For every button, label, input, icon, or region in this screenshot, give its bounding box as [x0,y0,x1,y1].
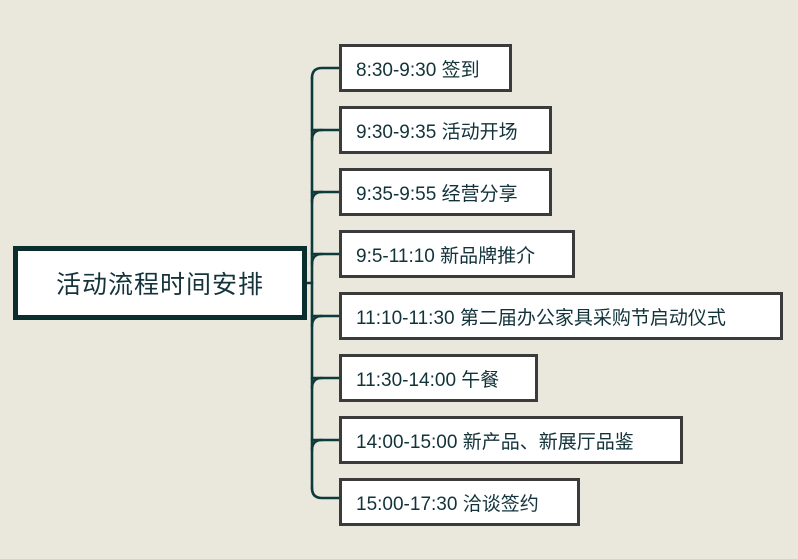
branch-node-label: 9:30-9:35 活动开场 [356,121,518,143]
elbow-1 [310,66,341,80]
branch-node-8[interactable]: 15:00-17:30 洽谈签约 [339,478,580,526]
root-node[interactable]: 活动流程时间安排 [13,246,307,320]
branch-node-6[interactable]: 11:30-14:00 午餐 [339,354,538,402]
elbow-8 [310,486,341,500]
branch-node-label: 14:00-15:00 新产品、新展厅品鉴 [356,431,634,453]
branch-node-label: 15:00-17:30 洽谈签约 [356,493,539,515]
elbow-4-curve [310,252,324,266]
branch-node-label: 9:35-9:55 经营分享 [356,183,518,205]
elbow-5-curve [310,314,324,328]
branch-node-3[interactable]: 9:35-9:55 经营分享 [339,168,552,216]
branch-node-7[interactable]: 14:00-15:00 新产品、新展厅品鉴 [339,416,683,464]
branch-node-label: 11:30-14:00 午餐 [356,369,500,391]
elbow-7-curve [310,438,324,452]
branch-node-label: 9:5-11:10 新品牌推介 [356,245,536,267]
root-node-label: 活动流程时间安排 [55,271,264,299]
elbow-3-curve [310,190,324,204]
branch-node-4[interactable]: 9:5-11:10 新品牌推介 [339,230,575,278]
branch-node-5[interactable]: 11:10-11:30 第二届办公家具采购节启动仪式 [339,292,783,340]
branch-node-label: 8:30-9:30 签到 [356,59,480,81]
elbow-6-curve [310,376,324,390]
branch-node-label: 11:10-11:30 第二届办公家具采购节启动仪式 [356,307,726,329]
branch-node-2[interactable]: 9:30-9:35 活动开场 [339,106,552,154]
elbow-2-curve [310,128,324,142]
branch-node-1[interactable]: 8:30-9:30 签到 [339,44,512,92]
